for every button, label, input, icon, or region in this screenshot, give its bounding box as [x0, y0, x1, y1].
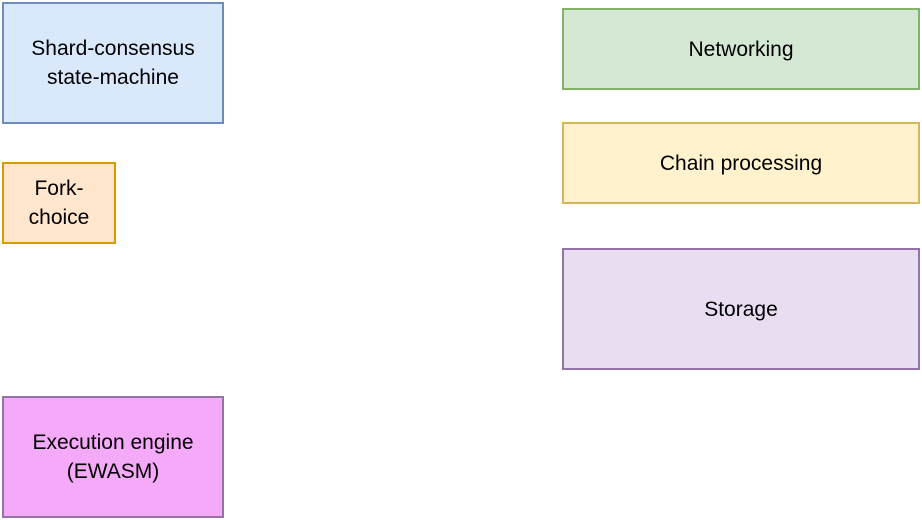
box-label: Networking — [688, 35, 793, 64]
box-label-line-2: choice — [28, 206, 90, 229]
box-label-line-1: Execution engine — [32, 431, 194, 454]
box-label-line-1: Storage — [704, 297, 778, 321]
box-label-line-2: state-machine — [47, 66, 179, 89]
box-label: Storage — [704, 295, 778, 324]
chain-processing-box: Chain processing — [562, 122, 920, 204]
storage-box: Storage — [562, 248, 920, 370]
box-label-line-1: Networking — [688, 37, 794, 61]
box-label-line-1: Fork- — [34, 177, 84, 200]
box-label-line-2: (EWASM) — [66, 460, 160, 483]
fork-choice-box: Fork- choice — [2, 162, 116, 244]
shard-consensus-state-machine-box: Shard-consensus state-machine — [2, 2, 224, 124]
box-label-line-1: Chain processing — [659, 151, 823, 175]
execution-engine-box: Execution engine (EWASM) — [2, 396, 224, 518]
box-label: Fork- choice — [29, 174, 90, 232]
networking-box: Networking — [562, 8, 920, 90]
box-label-line-1: Shard-consensus — [31, 37, 195, 60]
box-label: Execution engine (EWASM) — [32, 428, 193, 486]
box-label: Shard-consensus state-machine — [31, 34, 194, 92]
box-label: Chain processing — [660, 149, 822, 178]
